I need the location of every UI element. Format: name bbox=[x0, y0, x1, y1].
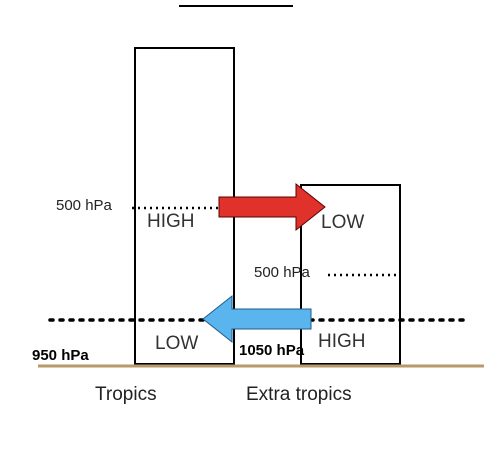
lower-flow-arrow bbox=[202, 294, 312, 344]
upper-flow-arrow bbox=[218, 182, 326, 232]
tropics-lower-low-label: LOW bbox=[155, 333, 198, 354]
tropics-region-label: Tropics bbox=[95, 384, 157, 405]
surface-950hpa-label: 950 hPa bbox=[32, 347, 89, 364]
extratropics-lower-high-label: HIGH bbox=[318, 331, 366, 352]
extratropics-500hpa-label: 500 hPa bbox=[254, 264, 311, 281]
tropics-500hpa-label: 500 hPa bbox=[56, 197, 113, 214]
surface-1050hpa-label: 1050 hPa bbox=[239, 342, 305, 359]
tropics-upper-high-label: HIGH bbox=[147, 211, 195, 232]
extratropics-upper-low-label: LOW bbox=[321, 212, 364, 233]
extratropics-column bbox=[300, 184, 401, 365]
extratropics-region-label: Extra tropics bbox=[246, 384, 352, 405]
